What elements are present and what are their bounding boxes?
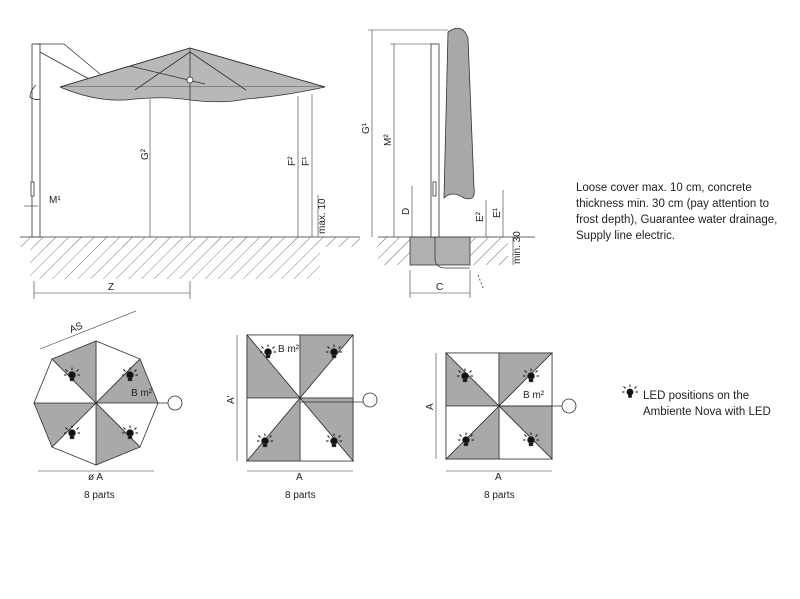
front-pole	[430, 43, 440, 238]
label-g1: G¹	[361, 122, 372, 134]
label-square-small-side: A	[425, 403, 436, 410]
concrete-foundation	[409, 236, 471, 266]
supply-line	[434, 237, 470, 269]
label-m1: M¹	[49, 195, 61, 206]
label-square-large-side: A'	[226, 395, 237, 404]
ground-foundation	[30, 247, 320, 279]
label-e1: E¹	[492, 207, 503, 218]
label-square-small-parts: 8 parts	[484, 490, 515, 501]
label-z: Z	[108, 282, 114, 293]
canopy-hub	[186, 76, 194, 84]
canopy-valance	[59, 86, 326, 103]
label-octagon-diag: AS	[68, 320, 85, 335]
label-octagon-parts: 8 parts	[84, 490, 115, 501]
label-square-large-parts: 8 parts	[285, 490, 316, 501]
label-min30: min. 30	[512, 231, 523, 264]
label-square-small-area: B m²	[523, 390, 545, 401]
label-d: D	[401, 208, 412, 215]
label-square-large-width: A	[296, 472, 303, 483]
side-view	[20, 43, 360, 299]
label-max10: max. 10	[317, 198, 328, 234]
plan-octagon	[33, 310, 183, 472]
plan-octagon-labels: B m² ø A AS 8 parts	[68, 320, 153, 501]
label-square-large-area: B m²	[278, 344, 300, 355]
drainage-arrow	[477, 274, 485, 291]
plan-square-small-labels: B m² A A 8 parts	[425, 390, 545, 501]
pole-arm	[36, 43, 101, 75]
front-view-labels: G¹ M² D E² E¹ min. 30 C	[361, 122, 523, 293]
folded-canopy	[443, 27, 475, 200]
front-view	[368, 27, 535, 298]
label-square-small-width: A	[495, 472, 502, 483]
pole-crank	[30, 181, 35, 197]
plan-square-large	[236, 333, 378, 472]
label-c: C	[436, 282, 443, 293]
umbrella-pole	[31, 43, 41, 238]
label-f2: F²	[287, 156, 298, 166]
label-e2: E²	[475, 211, 486, 222]
label-octagon-area: B m²	[131, 388, 153, 399]
label-f1: F¹	[301, 156, 312, 166]
pole-arm-hinge	[29, 84, 41, 101]
label-m2: M²	[383, 134, 394, 146]
label-g2: G²	[140, 148, 151, 160]
led-legend-text: LED positions on the Ambiente Nova with …	[643, 390, 771, 418]
installation-note: Loose cover max. 10 cm, concrete thickne…	[576, 182, 778, 242]
plan-square-large-labels: B m² A A' 8 parts	[226, 344, 316, 501]
label-octagon-width: ø A	[88, 472, 103, 483]
side-view-labels: M¹ G² F² F¹ max. 10 Z	[49, 148, 328, 293]
led-bulb-icon	[621, 384, 639, 399]
plan-square-small	[435, 352, 577, 472]
ground-slab	[20, 237, 360, 247]
